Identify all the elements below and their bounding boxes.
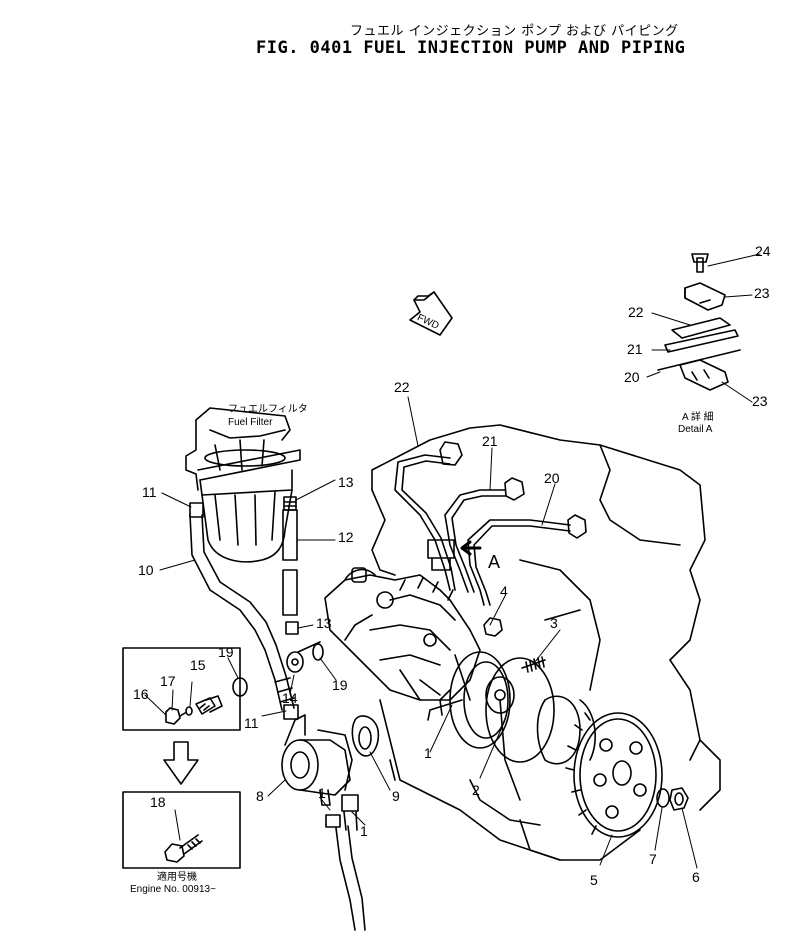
- callout-15: 15: [190, 657, 206, 673]
- fuel-hose: [189, 502, 295, 711]
- callout-21: 21: [482, 433, 498, 449]
- inset-after-serial: [122, 791, 241, 869]
- callout-14: 14: [282, 690, 298, 706]
- callout-24: 24: [755, 243, 771, 259]
- figure-title-japanese: フュエル インジェクション ポンプ および パイピング: [350, 24, 679, 39]
- callout-4: 4: [500, 583, 508, 599]
- hose-clip: [341, 794, 359, 812]
- inset-before-serial: [122, 647, 241, 731]
- hose-segment: [282, 496, 299, 635]
- o-ring-gasket: [485, 657, 555, 763]
- leader-lines: [144, 253, 761, 869]
- callout-19: 19: [332, 677, 348, 693]
- detail-label: Detail A: [678, 424, 713, 435]
- washer: [656, 788, 670, 808]
- callout-1: 1: [424, 745, 432, 761]
- injection-pipes: [394, 441, 587, 606]
- callout-19: 19: [218, 644, 234, 660]
- callout-16: 16: [133, 686, 149, 702]
- callout-6: 6: [692, 869, 700, 885]
- fuel-filter: [185, 407, 301, 563]
- callout-23: 23: [752, 393, 768, 409]
- washer: [312, 643, 324, 661]
- serial-label: Engine No. 00913~: [130, 884, 216, 895]
- stud-bolt: [521, 656, 546, 673]
- callout-13: 13: [316, 615, 332, 631]
- injection-pump: [324, 567, 481, 721]
- change-arrow: [163, 741, 199, 785]
- callout-7: 7: [649, 851, 657, 867]
- pipe-clamp: [427, 539, 455, 559]
- callout-12: 12: [338, 529, 354, 545]
- callout-8: 8: [256, 788, 264, 804]
- callout-18: 18: [150, 794, 166, 810]
- forward-arrow: [409, 291, 453, 336]
- callout-10: 10: [138, 562, 154, 578]
- feed-pump: [281, 714, 353, 806]
- callout-22: 22: [628, 304, 644, 320]
- callout-11: 11: [142, 484, 157, 500]
- view-a-label: A: [488, 552, 500, 572]
- callout-3: 3: [550, 615, 558, 631]
- callout-1: 1: [360, 823, 368, 839]
- callout-9: 9: [392, 788, 400, 804]
- fuel-filter-label: Fuel Filter: [228, 417, 273, 428]
- figure-title: FIG. 0401 FUEL INJECTION PUMP AND PIPING: [256, 38, 686, 58]
- lower-hose: [325, 814, 366, 931]
- callout-13: 13: [338, 474, 354, 490]
- engine-block: [371, 424, 721, 861]
- pump-gasket: [351, 715, 380, 757]
- callout-23: 23: [754, 285, 770, 301]
- serial-label-jp: 適用号機: [157, 870, 197, 883]
- callout-1: 1: [318, 785, 326, 801]
- callout-22: 22: [394, 379, 410, 395]
- view-a-arrow: [460, 540, 482, 556]
- flange-nut: [483, 617, 503, 637]
- callout-17: 17: [160, 673, 176, 689]
- callout-2: 2: [472, 782, 480, 798]
- detail-label-jp: A 詳 細: [682, 410, 714, 423]
- callout-20: 20: [544, 470, 560, 486]
- nut: [669, 787, 689, 811]
- callout-11: 11: [244, 715, 259, 731]
- hose-clamp: [283, 704, 299, 720]
- callout-5: 5: [590, 872, 598, 888]
- callout-21: 21: [627, 341, 643, 357]
- fuel-filter-label-jp: フュエルフィルタ: [228, 403, 308, 415]
- detail-a-view: [657, 253, 741, 391]
- drive-gear: [565, 712, 663, 838]
- pump-flange: [439, 651, 515, 749]
- callout-20: 20: [624, 369, 640, 385]
